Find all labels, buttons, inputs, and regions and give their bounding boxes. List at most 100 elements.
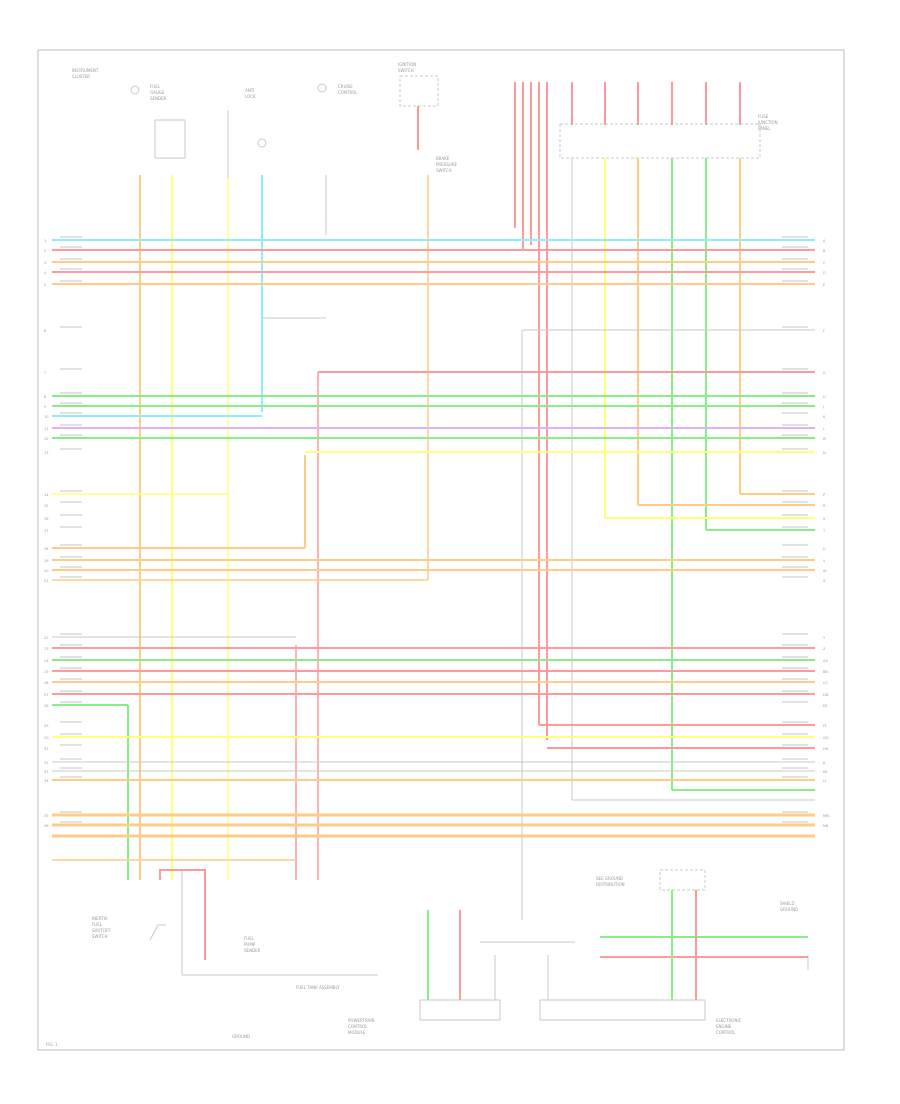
left-pin-label: 36 xyxy=(44,824,48,828)
right-pin-column: ABCDEFGHJKLMNPRSTUVWXYZAABBCCDDEEFFGGHHJ… xyxy=(822,239,829,828)
left-pin-column: 1234567891011121314151617181920212223242… xyxy=(44,239,49,828)
pump-label-1: FUEL xyxy=(244,936,255,941)
right-pin-label: JJ xyxy=(822,761,825,765)
top-label-fuse: FUSE JUNCTION PANEL xyxy=(757,114,778,131)
left-pin-label: 25 xyxy=(44,670,48,674)
top-label-fuel-1: FUEL xyxy=(150,84,161,89)
shield-label-2: GROUND xyxy=(780,907,798,912)
left-pin-label: 34 xyxy=(44,779,49,783)
top-label-anti: ANTI LOCK xyxy=(245,88,256,99)
top-components xyxy=(130,75,761,178)
left-pin-label: 4 xyxy=(44,271,47,275)
left-pin-label: 24 xyxy=(44,659,49,663)
top-label-anti-1: ANTI xyxy=(245,88,254,93)
bottom-label-center-module: POWERTRAIN CONTROL MODULE xyxy=(348,1018,375,1035)
right-pin-label: J xyxy=(822,405,824,409)
top-label-cruise-2: CONTROL xyxy=(338,90,358,95)
right-pin-label: Y xyxy=(823,636,826,640)
right-pin-label: G xyxy=(823,371,826,375)
legend-note-1: SEE GROUND xyxy=(596,876,623,881)
right-pin-label: W xyxy=(823,569,827,573)
right-pin-label: BB xyxy=(823,670,828,674)
left-pin-label: 6 xyxy=(44,329,46,333)
right-pin-label: KK xyxy=(823,770,828,774)
fuse-drops xyxy=(514,82,741,800)
top-label-fuse-2: JUNCTION xyxy=(757,120,778,125)
left-pin-label: 12 xyxy=(44,437,48,441)
fuel-tank-label: FUEL TANK ASSEMBLY xyxy=(296,985,340,990)
header-label-line-1: INSTRUMENT xyxy=(72,68,99,73)
right-pin-label: V xyxy=(823,559,826,563)
right-pin-label: F xyxy=(823,329,825,333)
cluster-lamp-3 xyxy=(317,83,327,93)
top-label-brake-3: SWITCH xyxy=(436,168,452,173)
left-pin-label: 19 xyxy=(44,559,48,563)
left-pin-label: 8 xyxy=(44,395,46,399)
pump-red-loop xyxy=(159,869,206,960)
bottom-label-right-module: ELECTRONIC ENGINE CONTROL xyxy=(716,1018,742,1035)
right-pin-label: S xyxy=(823,517,826,521)
inertia-label-1: INERTIA xyxy=(92,916,108,921)
header-label-line-2: CLUSTER xyxy=(72,74,90,79)
left-pin-label: 3 xyxy=(44,261,46,265)
left-pin-label: 14 xyxy=(44,493,49,497)
left-pin-label: 28 xyxy=(44,704,48,708)
bus-tags xyxy=(60,236,808,823)
right-pin-label: L xyxy=(823,427,825,431)
left-pin-label: 20 xyxy=(44,569,48,573)
right-pin-label: D xyxy=(823,271,826,275)
right-pin-label: FF xyxy=(823,724,827,728)
top-label-ignition: IGNITION SWITCH xyxy=(398,62,416,73)
top-label-ignition-2: SWITCH xyxy=(398,68,414,73)
right-pin-label: P xyxy=(823,493,825,497)
left-pin-label: 18 xyxy=(44,547,48,551)
center-module-box xyxy=(419,999,501,1021)
left-pin-label: 2 xyxy=(44,249,46,253)
left-pin-label: 10 xyxy=(44,415,48,419)
right-pin-label: MM xyxy=(823,814,829,818)
left-pin-label: 21 xyxy=(44,579,48,583)
right-pin-label: CC xyxy=(823,681,828,685)
cluster-lamp-2 xyxy=(257,138,267,148)
left-pin-label: 11 xyxy=(44,427,48,431)
inertia-label-4: SWITCH xyxy=(92,934,108,939)
component-drops xyxy=(127,106,523,920)
ignition-switch-box xyxy=(399,75,439,107)
inertia-label-3: SHUTOFF xyxy=(92,928,111,933)
left-pin-label: 5 xyxy=(44,283,46,287)
right-pin-label: B xyxy=(823,249,826,253)
shield-box xyxy=(659,869,706,891)
right-pin-label: NN xyxy=(823,824,829,828)
left-pin-label: 16 xyxy=(44,517,48,521)
bottom-wires xyxy=(159,869,808,1000)
left-pin-label: 17 xyxy=(44,529,48,533)
right-pin-label: U xyxy=(823,547,826,551)
left-pin-label: 9 xyxy=(44,405,46,409)
left-pin-label: 32 xyxy=(44,761,48,765)
left-pin-label: 30 xyxy=(44,736,48,740)
left-pin-label: 22 xyxy=(44,636,48,640)
right-pin-label: R xyxy=(823,504,826,508)
left-pin-label: 26 xyxy=(44,681,48,685)
left-pin-label: 1 xyxy=(44,239,46,243)
right-module-box xyxy=(539,999,706,1021)
right-pin-label: EE xyxy=(823,704,827,708)
right-pin-label: AA xyxy=(823,659,828,663)
top-label-fuse-3: PANEL xyxy=(758,126,771,131)
right-pin-label: C xyxy=(823,261,826,265)
ground-label: GROUND xyxy=(232,1034,250,1039)
center-module-label-1: POWERTRAIN xyxy=(348,1018,375,1023)
top-label-brake: BRAKE PRESSURE SWITCH xyxy=(436,156,458,173)
right-module-label-1: ELECTRONIC xyxy=(716,1018,742,1023)
bus-wires xyxy=(52,239,815,861)
right-pin-label: LL xyxy=(823,779,827,783)
right-pin-label: N xyxy=(823,451,826,455)
right-pin-label: Z xyxy=(823,647,826,651)
left-pin-label: 13 xyxy=(44,451,48,455)
fuel-gauge-box xyxy=(154,119,186,159)
top-label-cruise-1: CRUISE xyxy=(338,84,353,89)
cluster-lamp-1 xyxy=(130,85,140,95)
center-module-label-2: CONTROL xyxy=(348,1024,368,1029)
right-pin-label: E xyxy=(823,283,825,287)
